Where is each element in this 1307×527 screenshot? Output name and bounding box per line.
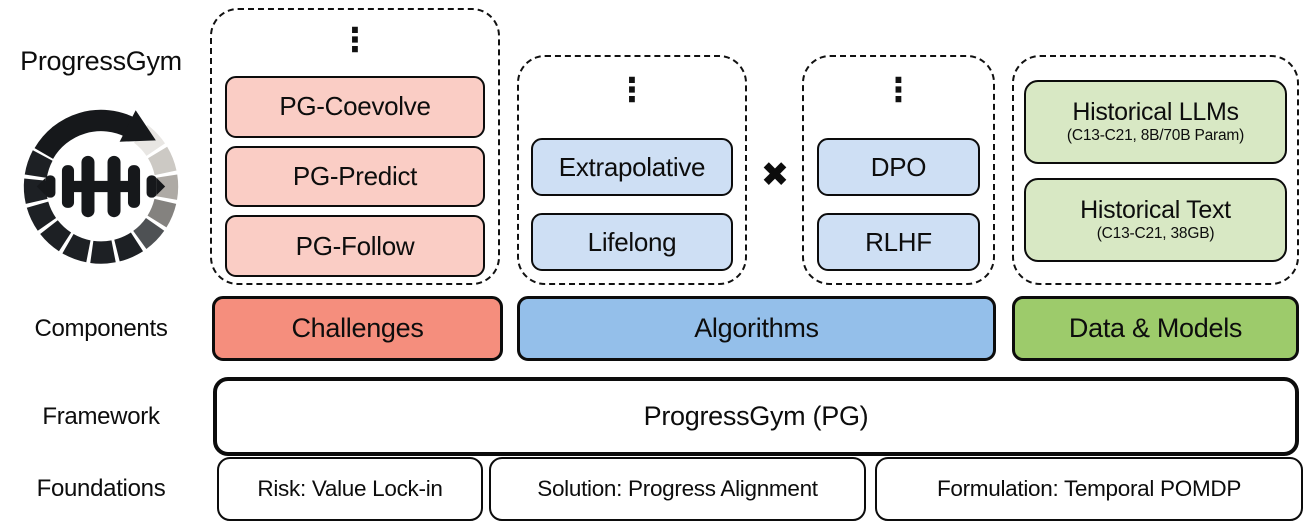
framework-row-label: Framework xyxy=(42,402,160,430)
progress-ring-segments xyxy=(23,124,179,264)
pg-follow-box: PG-Follow xyxy=(225,215,485,278)
cross-product-icon: ✖ xyxy=(760,156,790,194)
historical-llms-card: Historical LLMs (C13-C21, 8B/70B Param) xyxy=(1024,80,1287,164)
lifelong-box: Lifelong xyxy=(531,213,733,271)
data-models-group: Historical LLMs (C13-C21, 8B/70B Param) … xyxy=(1012,55,1299,285)
algorithm-types-group: ⋮ Extrapolative Lifelong xyxy=(517,55,747,285)
historical-llms-title: Historical LLMs xyxy=(1072,98,1239,127)
foundation-formulation-box: Formulation: Temporal POMDP xyxy=(875,457,1303,521)
extrapolative-box: Extrapolative xyxy=(531,138,733,196)
foundations-row-label: Foundations xyxy=(36,475,166,502)
challenges-group: ⋮ PG-Coevolve PG-Predict PG-Follow xyxy=(210,8,500,285)
historical-llms-subtitle: (C13-C21, 8B/70B Param) xyxy=(1066,127,1245,145)
brand-title: ProgressGym xyxy=(20,46,182,76)
progress-arrow xyxy=(34,109,156,160)
rlhf-box: RLHF xyxy=(817,213,980,271)
vertical-ellipsis-icon: ⋮ xyxy=(338,20,372,58)
foundation-solution-box: Solution: Progress Alignment xyxy=(489,457,866,521)
progressgym-logo-icon xyxy=(23,109,179,264)
components-row-label: Components xyxy=(34,314,168,342)
foundation-risk-box: Risk: Value Lock-in xyxy=(217,457,483,521)
historical-text-card: Historical Text (C13-C21, 38GB) xyxy=(1024,178,1287,262)
data-models-component-box: Data & Models xyxy=(1012,296,1299,361)
pg-coevolve-box: PG-Coevolve xyxy=(225,76,485,138)
challenges-component-box: Challenges xyxy=(212,296,503,361)
dumbbell-icon xyxy=(36,155,166,218)
algorithms-component-box: Algorithms xyxy=(517,296,996,361)
historical-text-subtitle: (C13-C21, 38GB) xyxy=(1096,225,1215,243)
algorithm-methods-group: ⋮ DPO RLHF xyxy=(802,55,995,285)
vertical-ellipsis-icon: ⋮ xyxy=(882,70,915,108)
vertical-ellipsis-icon: ⋮ xyxy=(615,70,649,108)
historical-text-title: Historical Text xyxy=(1080,196,1231,225)
dpo-box: DPO xyxy=(817,138,980,196)
framework-box: ProgressGym (PG) xyxy=(213,377,1299,456)
pg-predict-box: PG-Predict xyxy=(225,145,485,208)
